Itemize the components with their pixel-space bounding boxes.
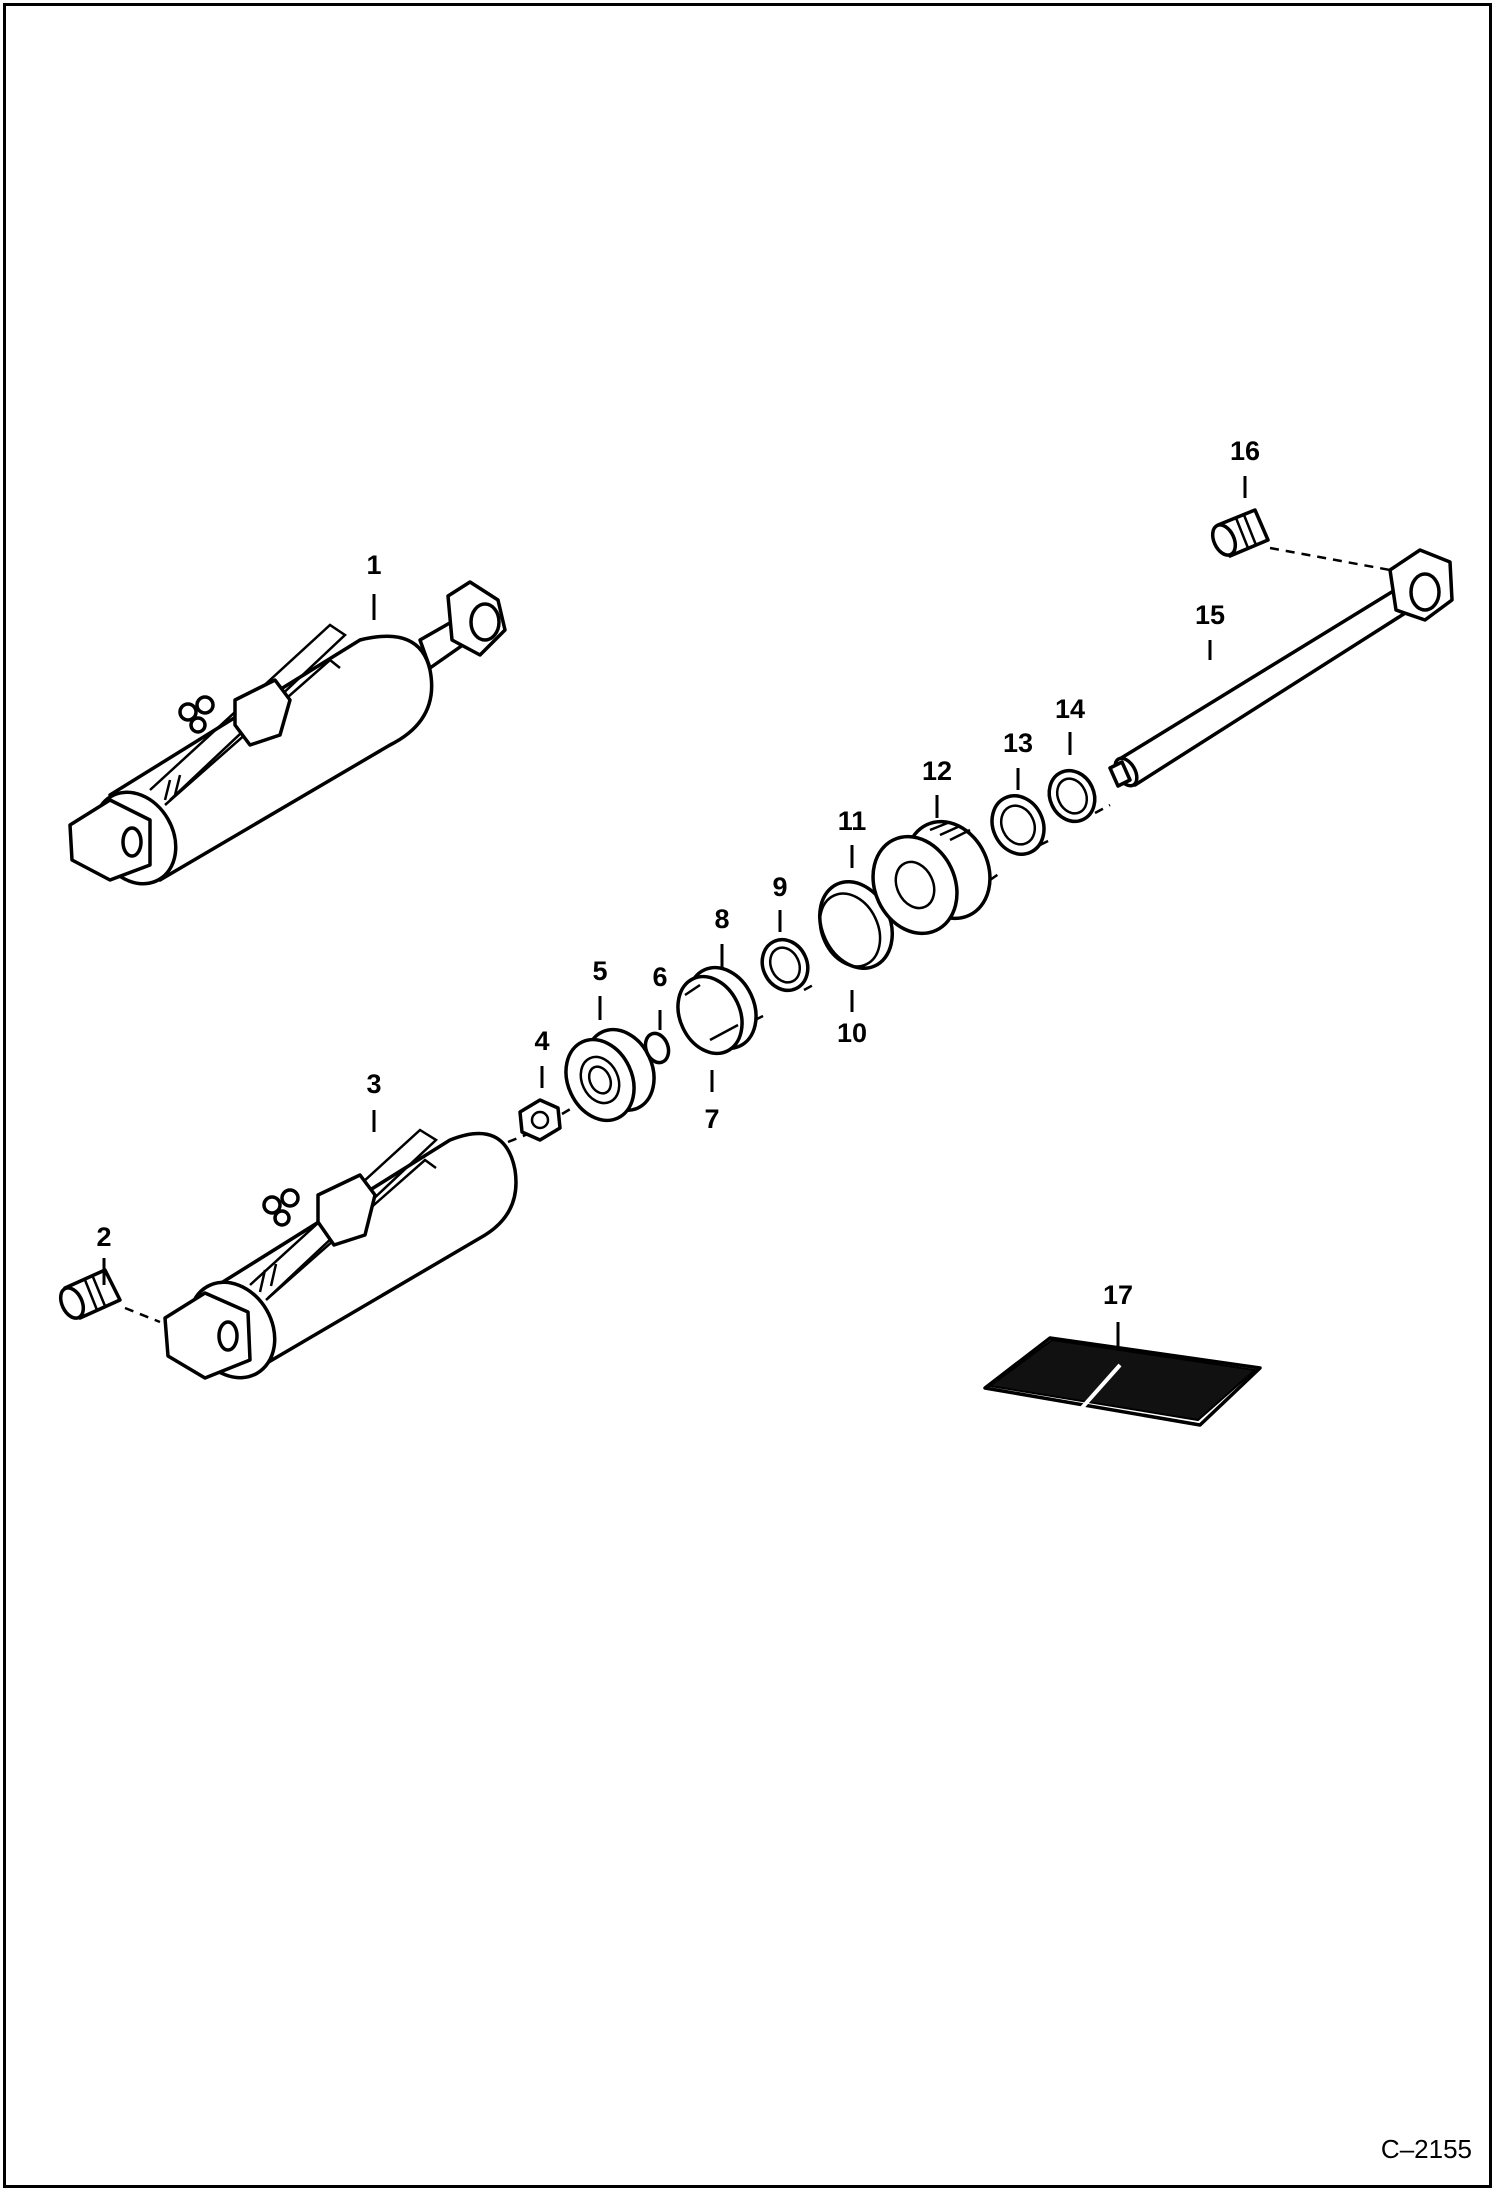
callout-17: 17 <box>1103 1280 1133 1310</box>
callout-14: 14 <box>1055 694 1085 724</box>
cylinder-barrel-lower <box>163 1128 518 1380</box>
assembled-cylinder-upper <box>68 580 507 886</box>
gland <box>871 819 992 936</box>
callout-3: 3 <box>366 1069 381 1099</box>
ring <box>760 937 810 993</box>
rod-seal <box>990 794 1046 856</box>
piston-rod <box>1108 548 1454 788</box>
callout-12: 12 <box>922 756 952 786</box>
bushing-upper <box>1210 508 1270 558</box>
drawing-frame <box>3 3 1492 2188</box>
piston-seal <box>676 965 758 1056</box>
callout-1: 1 <box>366 550 381 580</box>
rod-wiper <box>1047 768 1097 824</box>
callout-10: 10 <box>837 1018 867 1048</box>
callout-15: 15 <box>1195 600 1225 630</box>
wiper-ring <box>818 880 894 970</box>
callout-labels: 1 2 3 4 5 6 7 8 9 10 11 12 13 14 15 16 1… <box>96 436 1260 1310</box>
callout-11: 11 <box>838 806 867 836</box>
callout-5: 5 <box>592 956 607 986</box>
figure-code: C–2155 <box>1381 2134 1472 2164</box>
seal-kit <box>983 1336 1262 1427</box>
callout-6: 6 <box>652 962 667 992</box>
bushing-lower <box>58 1268 161 1324</box>
callout-4: 4 <box>534 1026 549 1056</box>
piston <box>564 1027 656 1123</box>
callout-9: 9 <box>772 872 787 902</box>
callout-2: 2 <box>96 1222 111 1252</box>
callout-13: 13 <box>1003 728 1033 758</box>
o-ring-small <box>643 1031 671 1065</box>
callout-7: 7 <box>704 1104 719 1134</box>
nut <box>518 1098 562 1142</box>
callout-8: 8 <box>714 904 729 934</box>
callout-16: 16 <box>1230 436 1260 466</box>
leader-lines <box>102 476 1247 1348</box>
